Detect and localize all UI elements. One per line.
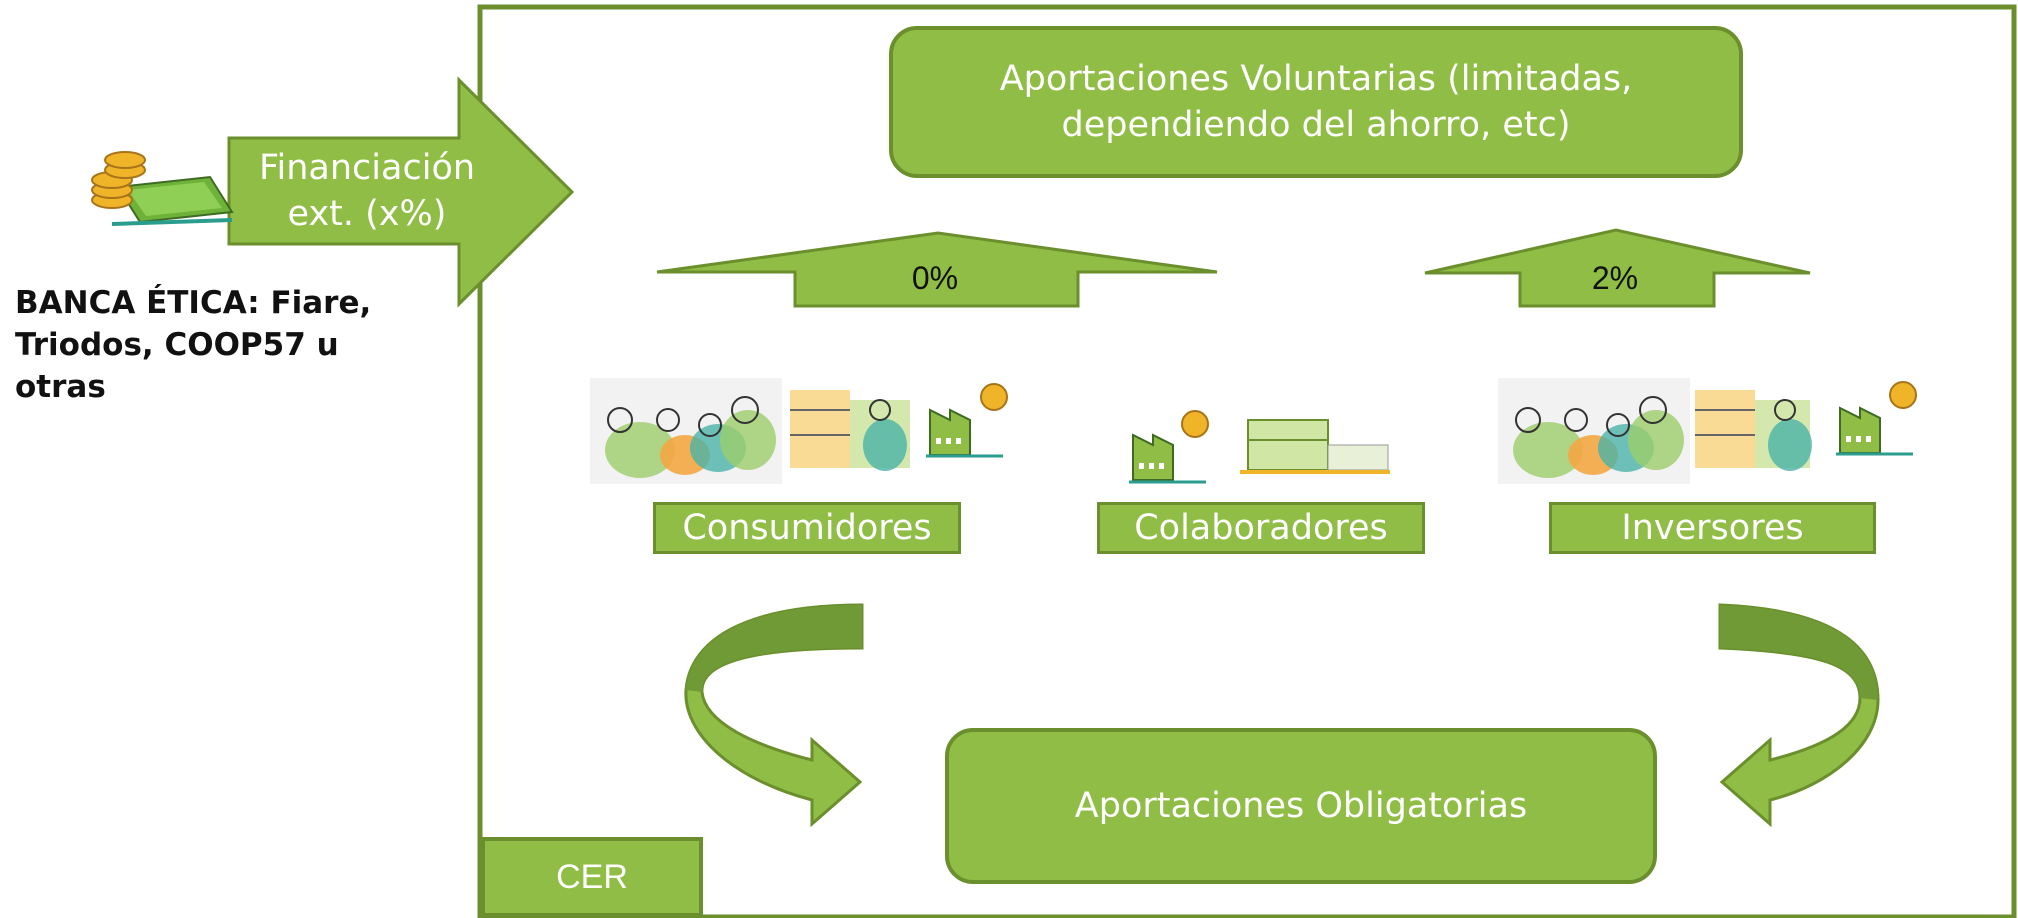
street-icon <box>1695 390 1812 471</box>
group-label-inversores: Inversores <box>1549 502 1876 554</box>
group-label-consumidores: Consumidores <box>653 502 961 554</box>
up-arrow-2-label: 2% <box>1591 260 1639 296</box>
ethical-banks-text: BANCA ÉTICA: Fiare, Triodos, COOP57 u ot… <box>15 285 372 405</box>
factory-sun-icon <box>1129 410 1209 484</box>
mandatory-contributions-label: Aportaciones Obligatorias <box>1074 786 1528 826</box>
external-financing-line1: Financiación <box>258 148 476 188</box>
external-financing-label: Financiación ext. (x%) <box>232 142 502 240</box>
money-icon <box>91 151 234 226</box>
factory-sun-icon <box>926 383 1008 458</box>
people-icon <box>590 378 782 484</box>
up-arrow-0-label: 0% <box>911 260 959 296</box>
external-financing-line2: ext. (x%) <box>287 194 447 234</box>
external-financing-arrow <box>227 76 575 308</box>
cer-label: CER <box>481 837 703 917</box>
up-arrow-0 <box>656 231 1218 308</box>
building-icon <box>1240 419 1390 474</box>
street-icon <box>790 390 910 471</box>
voluntary-contributions-line1: Aportaciones Voluntarias (limitadas, <box>999 59 1633 99</box>
cer-frame <box>477 4 2017 918</box>
mandatory-contributions-box: Aportaciones Obligatorias <box>945 728 1657 884</box>
voluntary-contributions-line2: dependiendo del ahorro, etc) <box>1061 105 1571 145</box>
voluntary-contributions-box: Aportaciones Voluntarias (limitadas, dep… <box>889 26 1743 178</box>
people-icon <box>1498 378 1690 484</box>
factory-sun-icon <box>1836 381 1917 456</box>
curved-arrow-left <box>684 603 864 828</box>
group-label-colaboradores: Colaboradores <box>1097 502 1425 554</box>
up-arrow-2 <box>1424 228 1811 308</box>
curved-arrow-right <box>1718 603 1880 828</box>
